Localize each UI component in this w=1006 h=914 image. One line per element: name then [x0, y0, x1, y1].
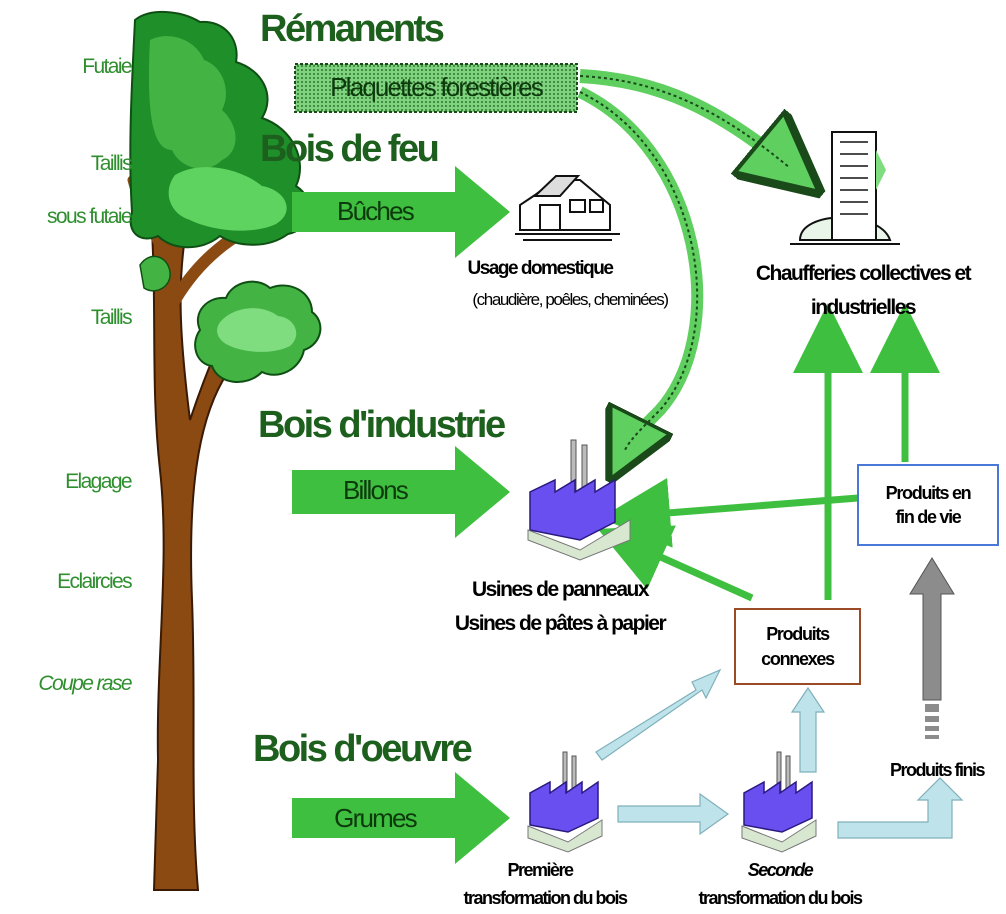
seconde-to-connexes-arrow [790, 686, 826, 773]
chaufferies-line1: Chaufferies collectives et [755, 262, 972, 285]
produits-finis-label: Produits finis [889, 760, 986, 780]
factory-icon-seconde [741, 751, 817, 853]
building-icon [790, 131, 900, 245]
category-bois-oeuvre: Bois d'oeuvre [253, 728, 473, 770]
connexes-line2: connexes [761, 648, 835, 669]
billons-arrow [292, 446, 510, 538]
connexes-line1: Produits [766, 624, 830, 645]
category-bois-de-feu: Bois de feu [260, 128, 440, 170]
tree-trunk [148, 198, 257, 891]
finis-to-fin-de-vie-arrow [909, 557, 955, 739]
fin-de-vie-line2: fin de vie [895, 507, 961, 527]
usines-line2: Usines de pâtes à papier [454, 612, 667, 635]
seconde-line2: transformation du bois [698, 888, 863, 908]
seconde-line1: Seconde [747, 860, 814, 880]
buches-label: Bûches [337, 196, 415, 226]
tree [127, 10, 322, 891]
tree-level-coupe-rase: Coupe rase [38, 672, 132, 695]
light-blue-arrows [595, 668, 964, 839]
tree-level-taillis-1: Taillis [90, 152, 133, 175]
thin-flow-lines [597, 303, 940, 602]
tree-level-eclaircies: Eclaircies [57, 570, 132, 593]
premiere-to-seconde-arrow [617, 792, 730, 836]
usines-line1: Usines de panneaux [471, 578, 650, 601]
produits-connexes-box: Produits connexes [737, 611, 858, 682]
fin-de-vie-line1: Produits en [885, 482, 972, 503]
chaufferies-line2: industrielles [810, 296, 917, 319]
premiere-line1: Première [507, 860, 574, 880]
plaquettes-to-usines-arrow [577, 86, 704, 450]
seconde-to-finis-arrow [837, 777, 964, 839]
category-bois-industrie: Bois d'industrie [258, 404, 506, 446]
usage-domestique-detail: (chaudière, poêles, cheminées) [472, 290, 669, 309]
factory-icon-premiere [527, 751, 603, 853]
tree-level-futaie: Futaie [82, 55, 132, 78]
house-icon [515, 175, 620, 241]
factory-icon [527, 439, 631, 561]
grumes-arrow [292, 772, 510, 864]
tree-level-taillis-2: Taillis [90, 306, 133, 329]
grumes-label: Grumes [334, 803, 417, 833]
usage-domestique-title: Usage domestique [467, 258, 614, 279]
plaquettes-label: Plaquettes forestières [330, 72, 544, 102]
produits-fin-de-vie-box: Produits en fin de vie [860, 467, 996, 543]
plaquettes-box [294, 63, 578, 113]
buches-arrow [292, 166, 510, 258]
plaquettes-to-chaufferies-arrow [579, 69, 790, 168]
flow-arrows [292, 166, 510, 864]
premiere-to-connexes-arrow [595, 668, 722, 761]
category-remanents: Rémanents [260, 8, 445, 50]
billons-label: Billons [343, 475, 409, 505]
tree-level-sous-futaie: sous futaie [47, 205, 133, 228]
tree-level-elagage: Elagage [65, 470, 132, 493]
premiere-line2: transformation du bois [463, 888, 628, 908]
